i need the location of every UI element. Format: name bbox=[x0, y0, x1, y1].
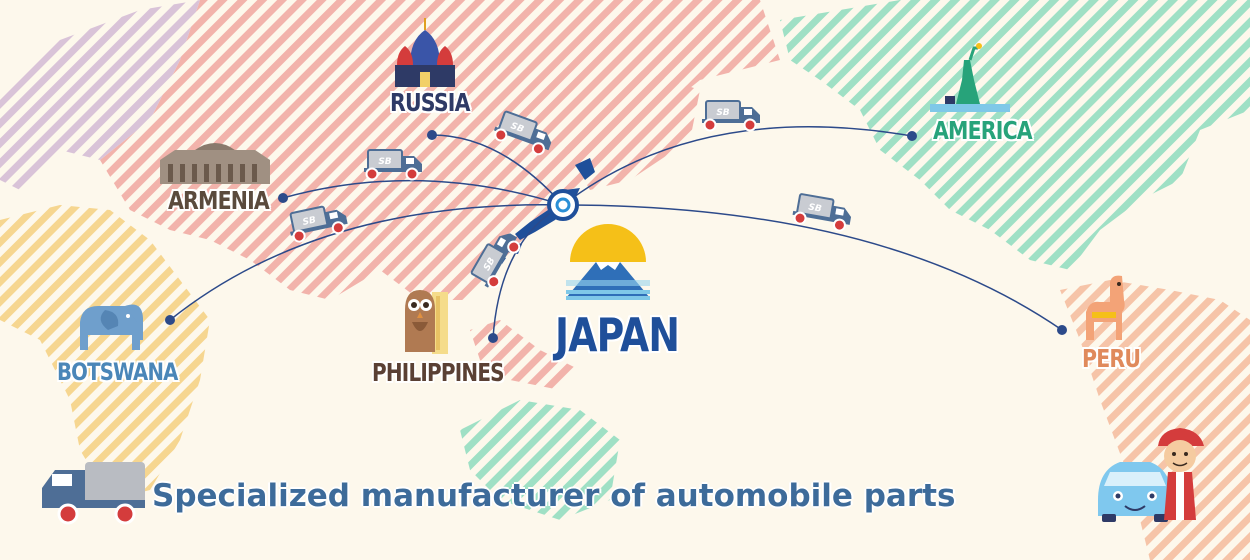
tagline: Specialized manufacturer of automobile p… bbox=[152, 478, 956, 514]
destination-label-russia: RUSSIA bbox=[390, 88, 470, 117]
llama-icon bbox=[1086, 275, 1125, 340]
africa bbox=[0, 205, 210, 500]
statue-of-liberty-icon bbox=[930, 43, 1010, 112]
japan-hub-icon bbox=[547, 189, 579, 221]
route-russia bbox=[431, 134, 564, 206]
owl-icon bbox=[405, 290, 448, 354]
mount-fuji-icon bbox=[566, 224, 650, 300]
route-america bbox=[562, 126, 913, 206]
europe bbox=[0, 0, 200, 190]
destination-label-america: AMERICA bbox=[933, 116, 1033, 145]
destination-label-armenia: ARMENIA bbox=[168, 186, 270, 215]
destination-label-philippines: PHILIPPINES bbox=[372, 358, 505, 387]
truck-icon bbox=[42, 462, 145, 525]
origin-label-japan: JAPAN bbox=[555, 308, 680, 362]
eurasia bbox=[100, 0, 780, 300]
boy-mascot-icon bbox=[1158, 428, 1204, 520]
elephant-icon bbox=[80, 304, 143, 350]
route-philippines bbox=[492, 204, 564, 339]
route-endpoints bbox=[165, 130, 1067, 343]
destination-label-botswana: BOTSWANA bbox=[57, 358, 178, 386]
australia bbox=[460, 400, 620, 520]
destination-label-peru: PERU bbox=[1082, 344, 1141, 373]
south-america bbox=[1060, 280, 1250, 560]
north-america bbox=[780, 0, 1250, 270]
route-armenia bbox=[282, 179, 564, 206]
route-peru bbox=[562, 204, 1063, 331]
car-mascot-icon bbox=[1098, 462, 1172, 522]
onion-dome-icon bbox=[395, 18, 455, 87]
truck-icon bbox=[701, 100, 761, 132]
armenia-building-icon bbox=[160, 143, 270, 184]
